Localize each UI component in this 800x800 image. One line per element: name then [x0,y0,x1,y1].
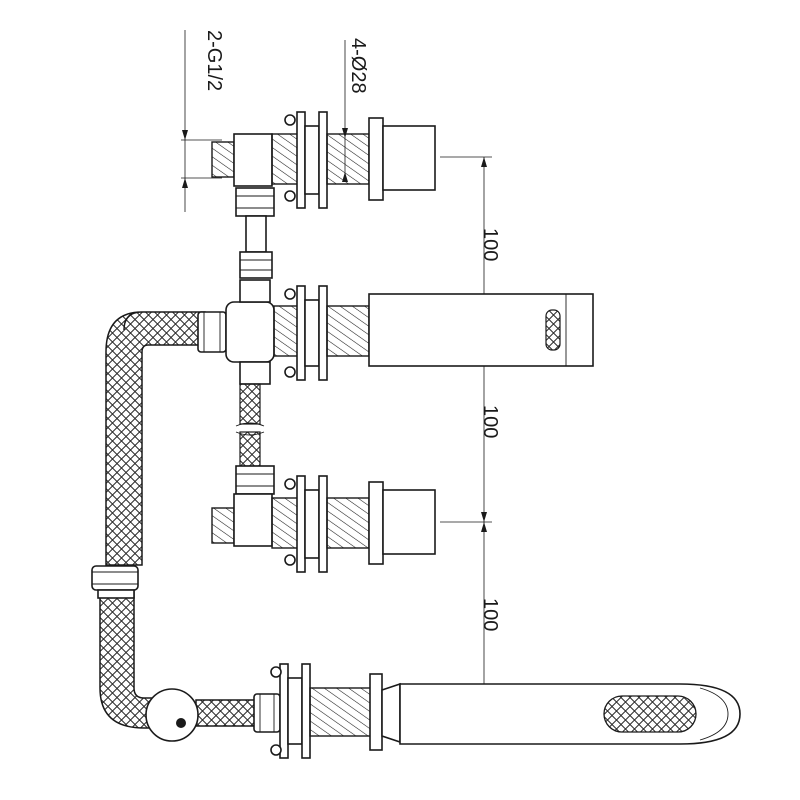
spacing-label-3: 100 [479,598,501,631]
handshower-assembly [253,663,741,759]
hot-valve [211,111,436,209]
swivel-ball [145,688,199,742]
hole-diameter-label: 4-Ø28 [347,38,369,94]
connector-top [235,187,275,279]
hose-nut [91,565,139,599]
thread-size-label: 2-G1/2 [203,30,225,91]
spout-assembly [197,279,594,385]
spacing-label-2: 100 [479,405,501,438]
cold-valve [211,475,436,573]
spacing-label-1: 100 [479,228,501,261]
connector-bottom [235,383,275,495]
spacing-dimensions: 100 100 100 [440,156,501,713]
thread-dimension: 2-G1/2 [181,30,225,212]
